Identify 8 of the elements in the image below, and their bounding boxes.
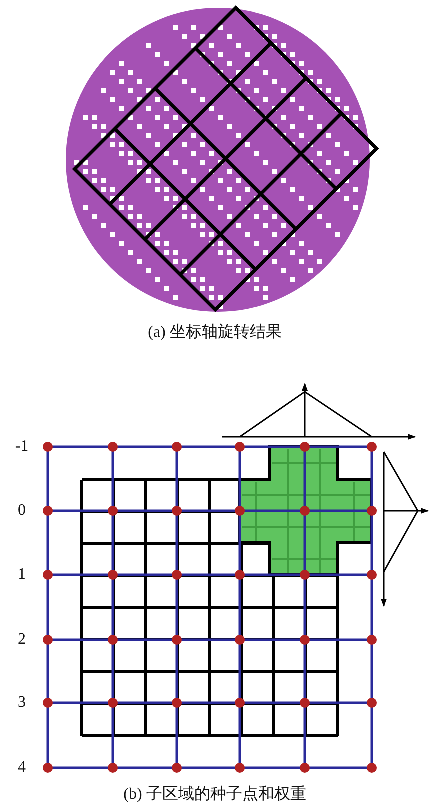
figure-caption: (a) 坐标轴旋转结果	[148, 322, 282, 343]
row-number: -1	[15, 438, 29, 456]
row-number: 4	[18, 759, 26, 777]
row-number: 1	[18, 566, 26, 584]
figure-caption: (b) 子区域的种子点和权重	[124, 784, 306, 805]
row-number: 0	[18, 502, 26, 520]
row-number: 3	[18, 694, 26, 712]
row-number: 2	[18, 631, 26, 649]
